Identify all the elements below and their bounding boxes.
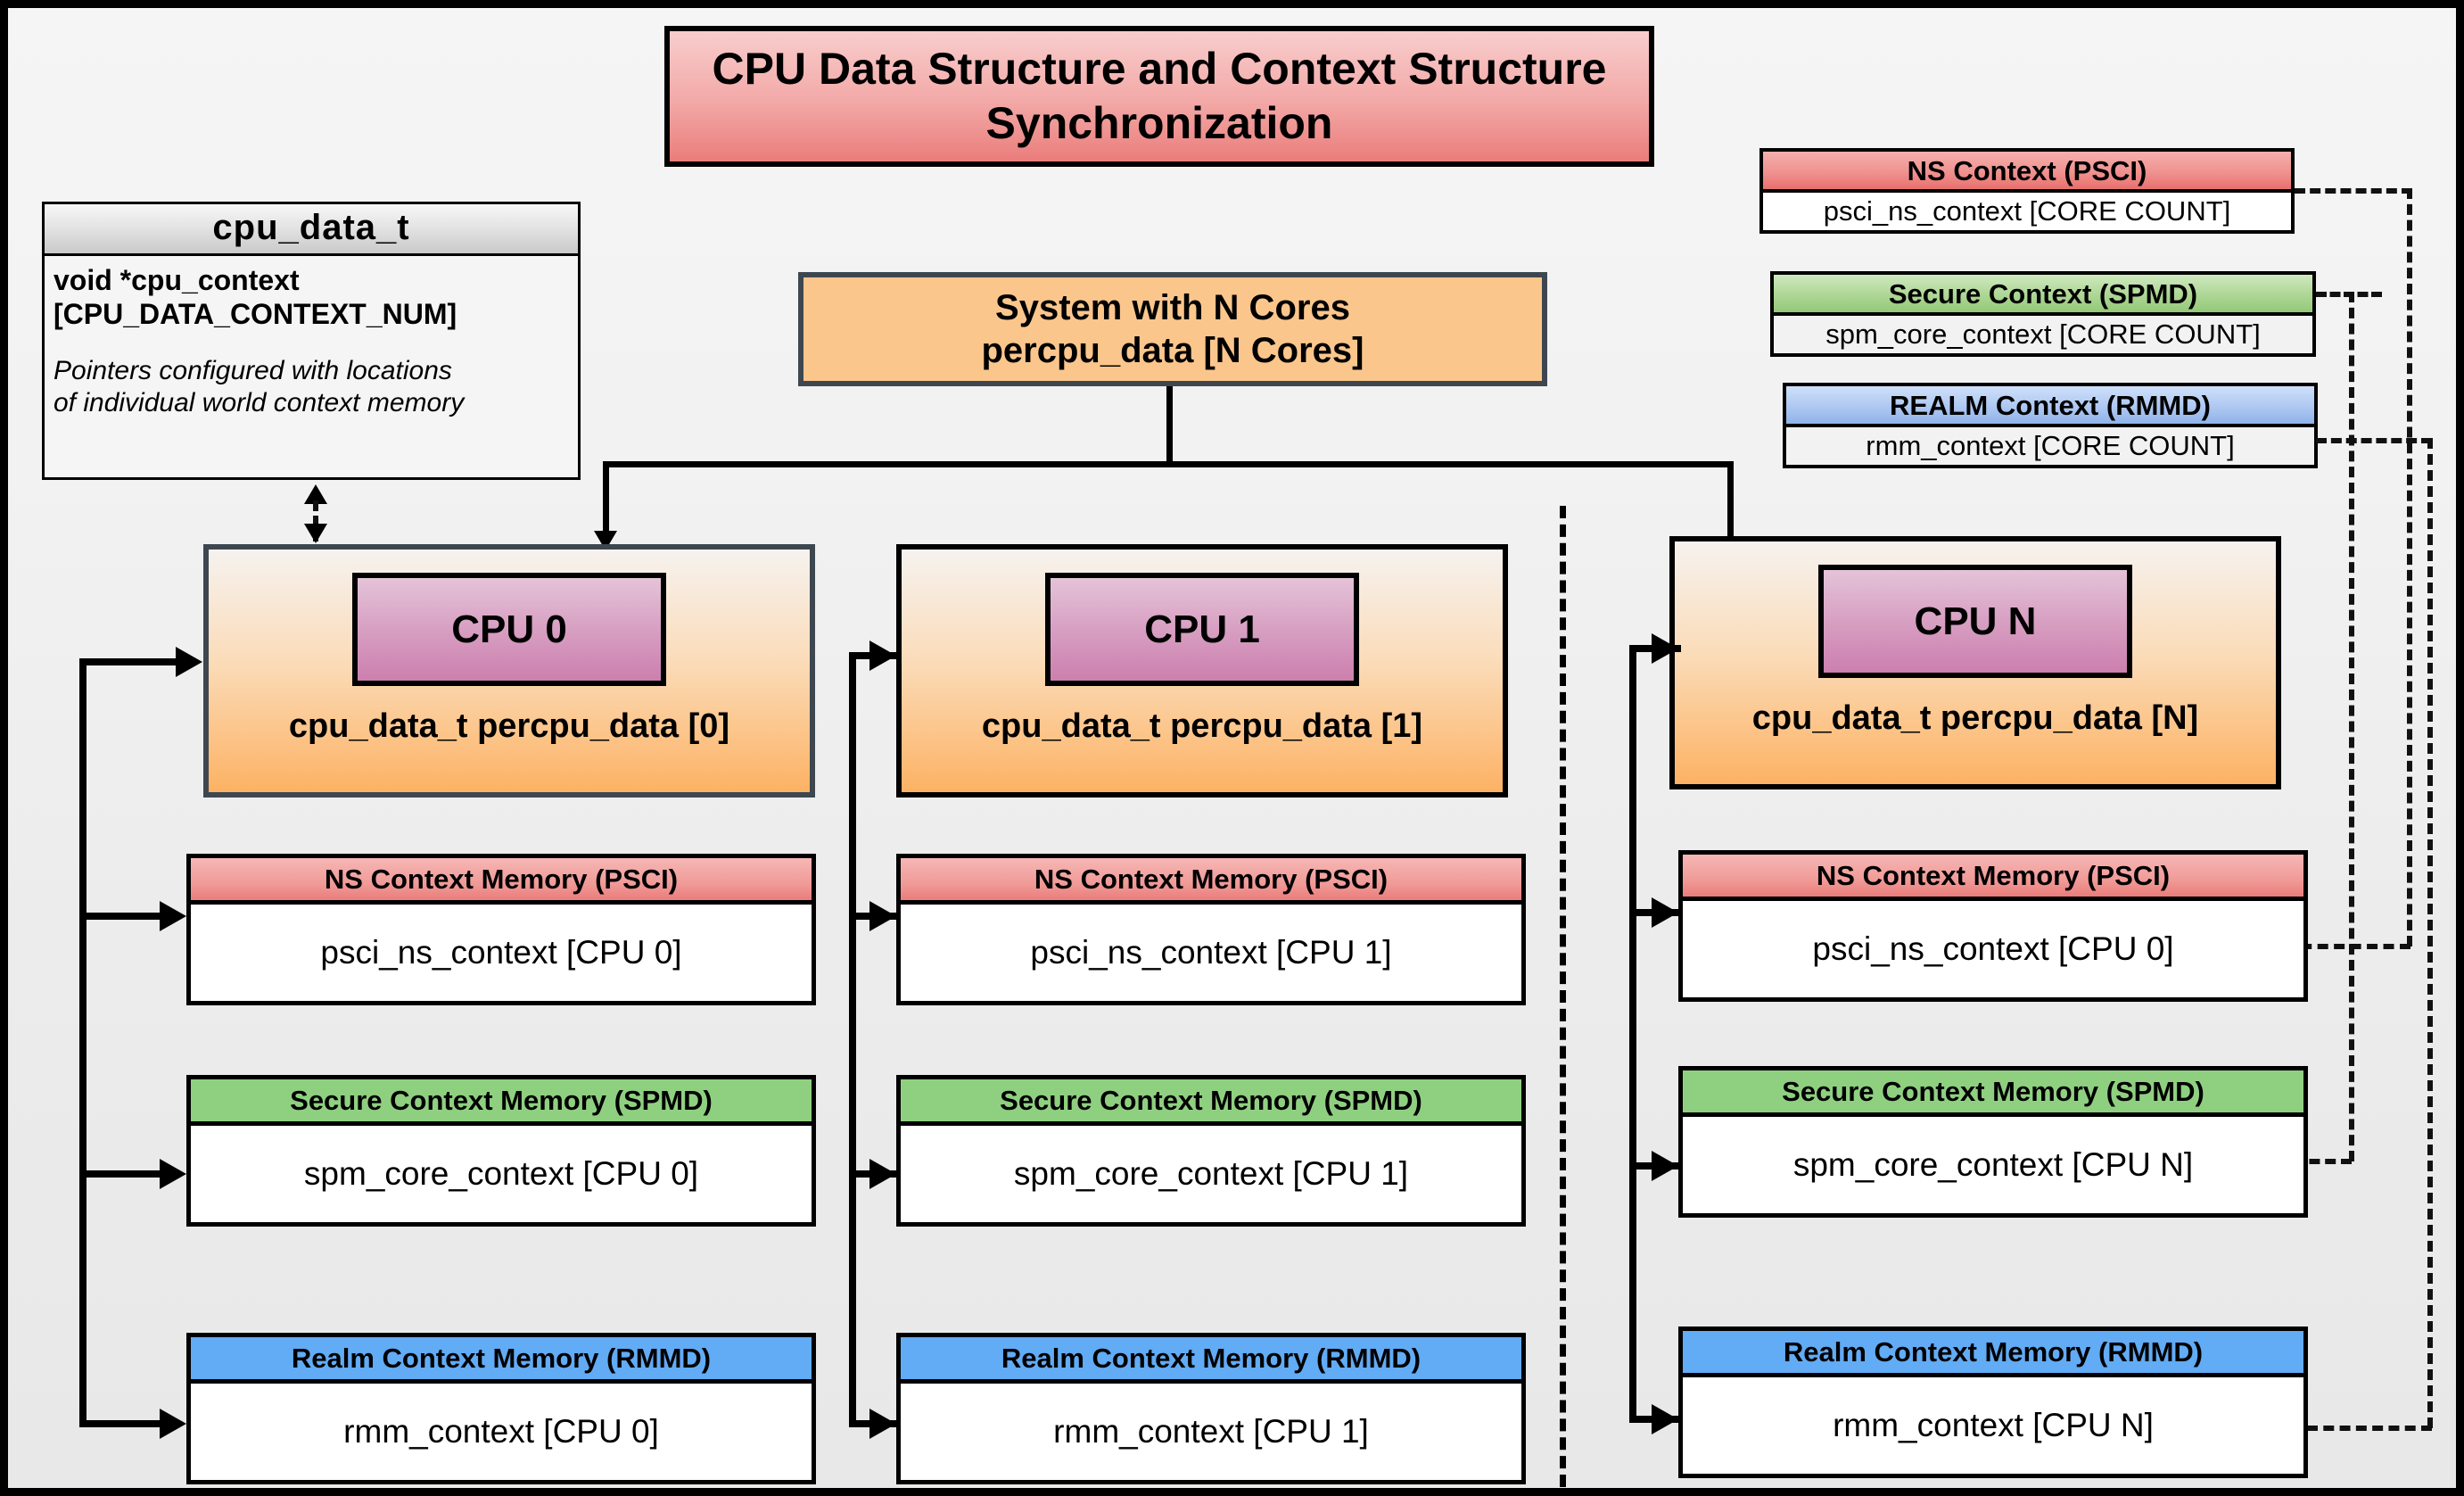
bus-n-arrow-realm — [1652, 1404, 1678, 1434]
diagram-title: CPU Data Structure and Context Structure… — [664, 26, 1654, 167]
cpu-block-n: CPU N cpu_data_t percpu_data [N] — [1669, 536, 2281, 789]
tree-branch-cpu0 — [603, 461, 609, 540]
dash-sec-right — [2349, 292, 2354, 1161]
bus-0-stub-realm — [79, 1420, 179, 1427]
ctx-0-ns-header: NS Context Memory (PSCI) — [191, 858, 812, 905]
ctx-n-realm-body: rmm_context [CPU N] — [1833, 1407, 2154, 1443]
bus-0-arrow-ns — [160, 901, 186, 931]
cpu-chip-1: CPU 1 — [1045, 573, 1359, 686]
system-box-line2: percpu_data [N Cores] — [981, 331, 1364, 370]
ctx-n-realm: Realm Context Memory (RMMD) rmm_context … — [1678, 1327, 2308, 1478]
ctx-1-realm-body: rmm_context [CPU 1] — [1053, 1413, 1369, 1450]
uml-link-arrow-up — [304, 484, 327, 504]
bus-n-arrow-secure — [1652, 1151, 1678, 1181]
dash-realm-top — [2316, 438, 2432, 443]
bus-1-vertical — [849, 652, 856, 1427]
ctx-1-ns-header: NS Context Memory (PSCI) — [901, 858, 1521, 905]
bus-0-stub-cpu — [79, 658, 195, 665]
bus-0-vertical — [79, 658, 87, 1427]
ctx-1-realm-header: Realm Context Memory (RMMD) — [901, 1337, 1521, 1384]
dash-ns-right — [2407, 188, 2412, 946]
cpu-data-t-box: cpu_data_t void *cpu_context [CPU_DATA_C… — [42, 202, 581, 480]
ctx-0-realm-header: Realm Context Memory (RMMD) — [191, 1337, 812, 1384]
ctx-n-secure: Secure Context Memory (SPMD) spm_core_co… — [1678, 1066, 2308, 1218]
ctx-n-ns-header: NS Context Memory (PSCI) — [1683, 855, 2303, 901]
ctx-1-ns: NS Context Memory (PSCI) psci_ns_context… — [896, 854, 1526, 1005]
bus-1-arrow-secure — [869, 1159, 896, 1189]
diagram-canvas: CPU Data Structure and Context Structure… — [8, 8, 2456, 1488]
bus-n-arrow-ns — [1652, 897, 1678, 928]
global-context-secure-header: Secure Context (SPMD) — [1774, 275, 2312, 316]
bus-n-arrow-cpu — [1652, 633, 1678, 664]
ctx-n-secure-body: spm_core_context [CPU N] — [1792, 1146, 2194, 1183]
ctx-n-ns: NS Context Memory (PSCI) psci_ns_context… — [1678, 850, 2308, 1002]
ctx-1-realm: Realm Context Memory (RMMD) rmm_context … — [896, 1333, 1526, 1484]
ctx-0-secure: Secure Context Memory (SPMD) spm_core_co… — [186, 1075, 816, 1227]
system-box-line1: System with N Cores — [995, 288, 1350, 327]
cpu-data-t-note-line1: Pointers configured with locations — [54, 355, 452, 385]
bus-0-arrow-secure — [160, 1159, 186, 1189]
ctx-0-secure-body: spm_core_context [CPU 0] — [303, 1155, 699, 1192]
bus-0-arrow-cpu — [176, 647, 202, 677]
cpu-data-t-header: cpu_data_t — [45, 204, 578, 256]
cpu-block-1: CPU 1 cpu_data_t percpu_data [1] — [896, 544, 1508, 798]
bus-0-arrow-realm — [160, 1409, 186, 1439]
ctx-1-secure: Secure Context Memory (SPMD) spm_core_co… — [896, 1075, 1526, 1227]
cpu-percpu-label-n: cpu_data_t percpu_data [N] — [1751, 699, 2199, 737]
bus-1-arrow-cpu — [869, 641, 896, 671]
ctx-0-realm: Realm Context Memory (RMMD) rmm_context … — [186, 1333, 816, 1484]
global-context-secure-body: spm_core_context [CORE COUNT] — [1825, 318, 2261, 350]
tree-bar — [603, 461, 1734, 467]
bus-1-arrow-ns — [869, 901, 896, 931]
global-context-ns-body: psci_ns_context [CORE COUNT] — [1763, 193, 2291, 230]
dash-ns-top — [2295, 188, 2412, 194]
cpu-data-t-note-line2: of individual world context memory — [54, 387, 465, 417]
cpu-data-t-field-line2: [CPU_DATA_CONTEXT_NUM] — [54, 297, 457, 330]
ctx-n-secure-header: Secure Context Memory (SPMD) — [1683, 1070, 2303, 1117]
cpu-data-t-field-line1: void *cpu_context — [54, 264, 300, 296]
bus-1-arrow-realm — [869, 1409, 896, 1439]
global-context-ns-header: NS Context (PSCI) — [1763, 152, 2291, 193]
global-context-realm-header: REALM Context (RMMD) — [1786, 386, 2314, 427]
cpu-percpu-label-1: cpu_data_t percpu_data [1] — [981, 707, 1423, 745]
uml-link-arrow-down — [304, 524, 327, 543]
ctx-n-realm-header: Realm Context Memory (RMMD) — [1683, 1331, 2303, 1377]
uml-link-dash — [313, 500, 318, 541]
cpu-percpu-label-0: cpu_data_t percpu_data [0] — [288, 707, 730, 745]
global-context-realm-body: rmm_context [CORE COUNT] — [1866, 430, 2235, 461]
global-context-realm: REALM Context (RMMD) rmm_context [CORE C… — [1783, 383, 2318, 468]
ctx-1-secure-header: Secure Context Memory (SPMD) — [901, 1079, 1521, 1126]
ctx-1-ns-body: psci_ns_context [CPU 1] — [1030, 934, 1392, 971]
bus-0-stub-secure — [79, 1170, 179, 1178]
column-separator — [1560, 506, 1566, 1487]
bus-0-stub-ns — [79, 913, 179, 920]
dash-realm-bottom — [2193, 1426, 2432, 1431]
cpu-chip-0: CPU 0 — [352, 573, 666, 686]
global-context-ns: NS Context (PSCI) psci_ns_context [CORE … — [1759, 148, 2295, 234]
dash-realm-right — [2427, 438, 2433, 1428]
tree-branch-cpun — [1727, 461, 1734, 540]
ctx-0-ns: NS Context Memory (PSCI) psci_ns_context… — [186, 854, 816, 1005]
ctx-1-secure-body: spm_core_context [CPU 1] — [1013, 1155, 1409, 1192]
global-context-secure: Secure Context (SPMD) spm_core_context [… — [1770, 271, 2316, 357]
bus-n-vertical — [1629, 645, 1636, 1423]
cpu-block-0: CPU 0 cpu_data_t percpu_data [0] — [203, 544, 815, 798]
ctx-0-ns-body: psci_ns_context [CPU 0] — [320, 934, 682, 971]
ctx-0-realm-body: rmm_context [CPU 0] — [343, 1413, 659, 1450]
system-box: System with N Cores percpu_data [N Cores… — [798, 272, 1547, 386]
ctx-0-secure-header: Secure Context Memory (SPMD) — [191, 1079, 812, 1126]
ctx-n-ns-body: psci_ns_context [CPU 0] — [1812, 930, 2174, 967]
tree-trunk — [1166, 386, 1173, 467]
cpu-chip-n: CPU N — [1818, 565, 2132, 678]
